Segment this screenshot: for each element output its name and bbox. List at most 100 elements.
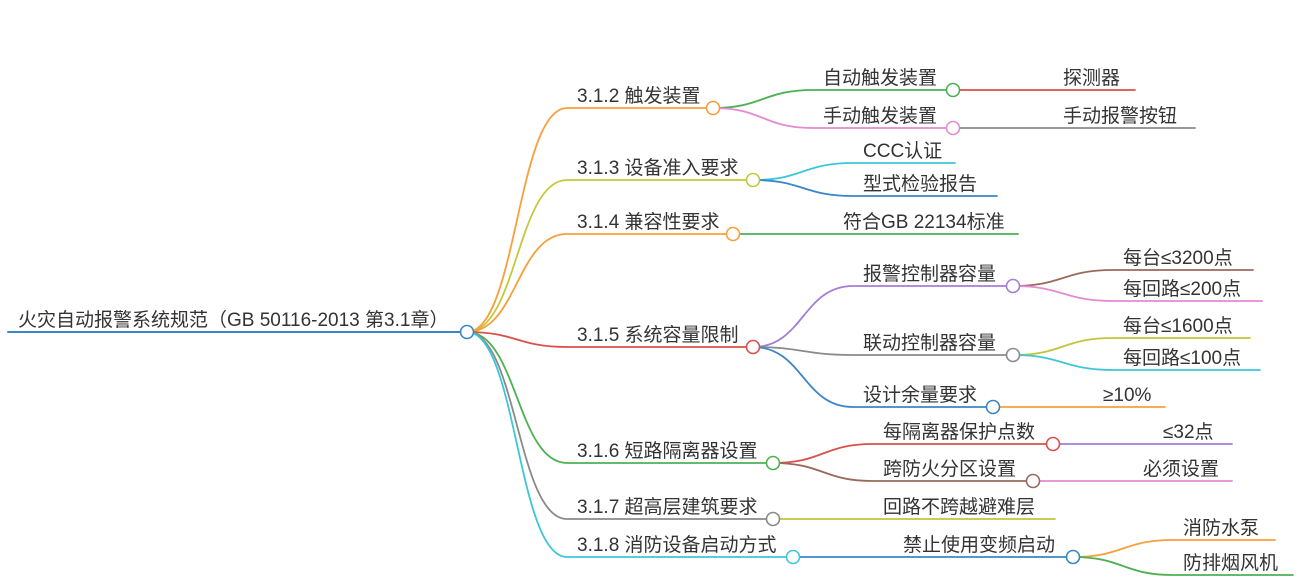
detail-node: 防排烟风机: [1183, 552, 1278, 574]
detail-node: 每台≤3200点: [1123, 247, 1233, 269]
root-topic-node: 火灾自动报警系统规范（GB 50116-2013 第3.1章）: [18, 309, 475, 340]
section-collapse-toggle-icon[interactable]: [785, 549, 801, 565]
subtopic-link: [772, 443, 1054, 464]
subtopic-link: [772, 462, 1034, 482]
detail-node: 每回路≤200点: [1123, 278, 1241, 300]
subtopic-node: 手动触发装置: [823, 105, 961, 136]
section-label: 3.1.2 触发装置: [577, 85, 701, 107]
detail-link: [1012, 285, 1263, 302]
subtopic-node: 跨防火分区设置: [883, 458, 1041, 489]
section-node: 3.1.4 兼容性要求: [577, 211, 741, 242]
section-label: 3.1.3 设备准入要求: [577, 157, 739, 179]
section-collapse-toggle-icon[interactable]: [745, 172, 761, 188]
section-collapse-toggle-icon[interactable]: [745, 339, 761, 355]
detail-link: [1012, 337, 1251, 356]
subtopic-node: 回路不跨越避难层: [883, 496, 1035, 518]
subtopic-link: [752, 285, 1014, 348]
subtopic-label: 联动控制器容量: [863, 332, 996, 354]
detail-label: 消防水泵: [1183, 517, 1259, 539]
detail-link: [1012, 269, 1254, 287]
detail-label: 防排烟风机: [1183, 552, 1278, 574]
subtopic-link: [752, 179, 998, 197]
section-collapse-toggle-icon[interactable]: [705, 100, 721, 116]
subtopic-node: 禁止使用变频启动: [903, 534, 1081, 565]
section-link: [466, 107, 714, 333]
detail-node: 消防水泵: [1183, 517, 1259, 539]
section-label: 3.1.7 超高层建筑要求: [577, 496, 758, 518]
root-topic-collapse-toggle-icon[interactable]: [459, 324, 475, 340]
subtopic-collapse-toggle-icon[interactable]: [1025, 473, 1041, 489]
subtopic-link: [712, 107, 954, 129]
subtopic-label: 禁止使用变频启动: [903, 534, 1055, 556]
detail-label: 每台≤3200点: [1123, 247, 1233, 269]
section-link: [466, 331, 754, 348]
section-link: [466, 331, 774, 464]
subtopic-label: 每隔离器保护点数: [883, 421, 1035, 443]
subtopic-link: [712, 89, 954, 109]
subtopic-collapse-toggle-icon[interactable]: [1005, 278, 1021, 294]
detail-node: 手动报警按钮: [1063, 105, 1177, 127]
section-label: 3.1.6 短路隔离器设置: [577, 440, 758, 462]
detail-link: [1072, 539, 1276, 558]
nodes-layer: 火灾自动报警系统规范（GB 50116-2013 第3.1章） 3.1.2 触发装…: [18, 67, 1278, 574]
detail-link: [1012, 354, 1261, 371]
detail-link: [1072, 556, 1294, 576]
subtopic-collapse-toggle-icon[interactable]: [1045, 436, 1061, 452]
detail-label: 每台≤1600点: [1123, 315, 1233, 337]
subtopic-node: 每隔离器保护点数: [883, 421, 1061, 452]
subtopic-label: 自动触发装置: [823, 67, 937, 89]
subtopic-collapse-toggle-icon[interactable]: [1065, 549, 1081, 565]
detail-node: ≤32点: [1163, 421, 1214, 443]
subtopic-node: 符合GB 22134标准: [843, 211, 1005, 233]
subtopic-node: 联动控制器容量: [863, 332, 1021, 363]
section-link: [466, 233, 734, 333]
subtopic-label: 设计余量要求: [863, 384, 977, 406]
subtopic-label: 报警控制器容量: [863, 263, 996, 285]
detail-label: 必须设置: [1143, 458, 1219, 480]
subtopic-node: 报警控制器容量: [863, 263, 1021, 294]
section-node: 3.1.7 超高层建筑要求: [577, 496, 781, 527]
section-node: 3.1.3 设备准入要求: [577, 157, 761, 188]
section-link: [466, 331, 774, 520]
detail-label: 每回路≤100点: [1123, 347, 1241, 369]
subtopic-collapse-toggle-icon[interactable]: [945, 120, 961, 136]
root-topic-label: 火灾自动报警系统规范（GB 50116-2013 第3.1章）: [18, 309, 448, 331]
section-label: 3.1.5 系统容量限制: [577, 324, 739, 346]
section-label: 3.1.8 消防设备启动方式: [577, 534, 777, 556]
section-link: [466, 179, 754, 333]
subtopic-label: 符合GB 22134标准: [843, 211, 1005, 233]
section-node: 3.1.5 系统容量限制: [577, 324, 761, 355]
subtopic-node: 设计余量要求: [863, 384, 1001, 415]
section-node: 3.1.6 短路隔离器设置: [577, 440, 781, 471]
subtopic-collapse-toggle-icon[interactable]: [945, 82, 961, 98]
detail-node: ≥10%: [1103, 385, 1152, 406]
detail-label: 探测器: [1063, 67, 1120, 89]
subtopic-link: [752, 346, 994, 408]
detail-label: 每回路≤200点: [1123, 278, 1241, 300]
subtopic-label: 回路不跨越避难层: [883, 496, 1035, 518]
section-collapse-toggle-icon[interactable]: [725, 226, 741, 242]
detail-node: 每回路≤100点: [1123, 347, 1241, 369]
links-layer: [7, 89, 1294, 576]
section-node: 3.1.8 消防设备启动方式: [577, 534, 801, 565]
subtopic-node: 型式检验报告: [863, 173, 977, 195]
subtopic-link: [752, 162, 956, 181]
subtopic-link: [752, 346, 1014, 356]
detail-node: 探测器: [1063, 67, 1120, 89]
detail-node: 每台≤1600点: [1123, 315, 1233, 337]
section-label: 3.1.4 兼容性要求: [577, 211, 720, 233]
subtopic-collapse-toggle-icon[interactable]: [1005, 347, 1021, 363]
subtopic-collapse-toggle-icon[interactable]: [985, 399, 1001, 415]
subtopic-label: 跨防火分区设置: [883, 458, 1016, 480]
subtopic-label: CCC认证: [863, 140, 942, 162]
detail-node: 必须设置: [1143, 458, 1219, 480]
subtopic-label: 型式检验报告: [863, 173, 977, 195]
detail-label: ≤32点: [1163, 421, 1214, 443]
detail-label: 手动报警按钮: [1063, 105, 1177, 127]
subtopic-node: CCC认证: [863, 140, 942, 162]
section-collapse-toggle-icon[interactable]: [765, 511, 781, 527]
section-link: [466, 331, 794, 558]
section-collapse-toggle-icon[interactable]: [765, 455, 781, 471]
